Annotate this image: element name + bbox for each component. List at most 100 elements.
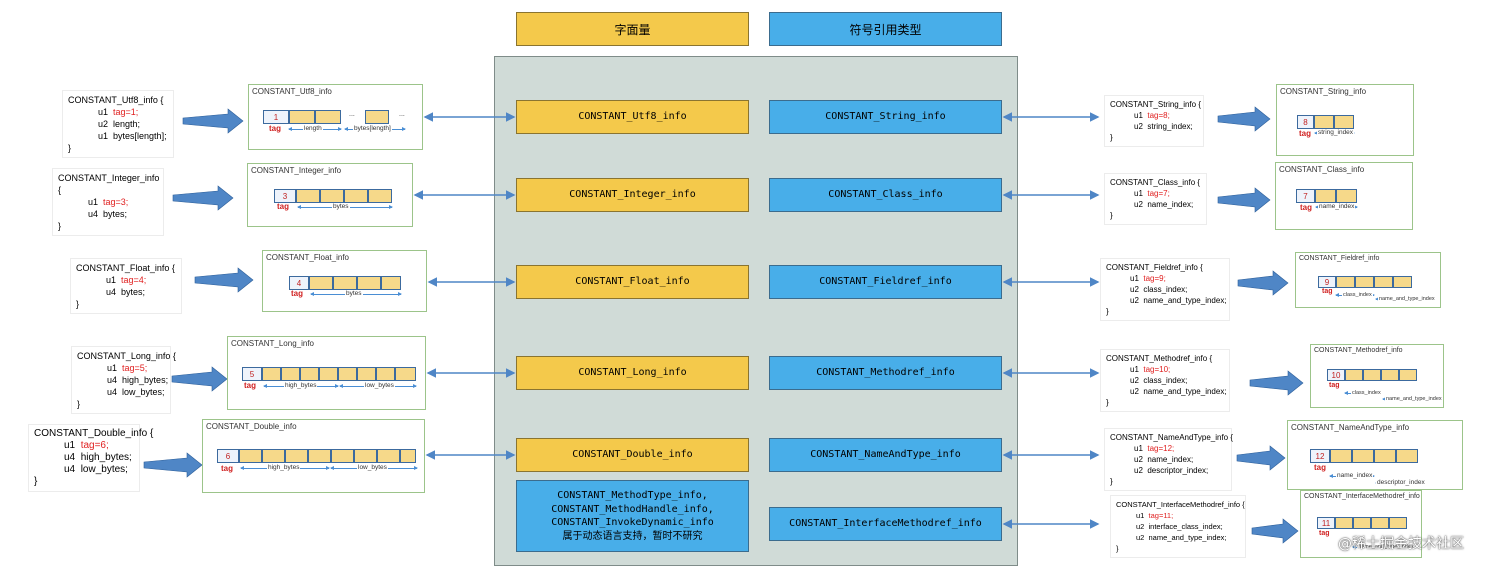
struct-tag-label: tag (1300, 203, 1312, 212)
struct-tag-label: tag (1299, 129, 1311, 138)
code-head: CONSTANT_InterfaceMethodref_info { (1116, 500, 1245, 509)
struct-cell (300, 367, 319, 381)
code-type: u4 (107, 387, 118, 397)
watermark: @稀土掘金技术社区 (1338, 536, 1464, 552)
struct-cell (377, 449, 400, 463)
code-utf8: CONSTANT_Utf8_info { u1 tag=1; u2 length… (62, 90, 174, 158)
struct-fieldref: CONSTANT_Fieldref_info 9 tag class_index… (1295, 252, 1441, 308)
struct-interfacemethodref: CONSTANT_InterfaceMethodref_info 11 tag … (1300, 490, 1422, 558)
struct-cell (338, 367, 357, 381)
struct-title: CONSTANT_Class_info (1279, 165, 1365, 174)
code-tag: tag=11; (1148, 511, 1174, 520)
struct-cell (1334, 115, 1354, 129)
struct-cell (239, 449, 262, 463)
struct-cell (1363, 369, 1381, 381)
struct-cell (1389, 517, 1407, 529)
struct-cell (365, 110, 389, 124)
struct-title: CONSTANT_NameAndType_info (1291, 423, 1410, 432)
code-type: u2 (1130, 387, 1139, 396)
code-tag: tag=6; (80, 440, 109, 451)
struct-cell (400, 449, 416, 463)
struct-cell (262, 367, 281, 381)
literal-box-long: CONSTANT_Long_info (516, 356, 749, 390)
struct-cell (1374, 449, 1396, 463)
symbolic-box-methodref: CONSTANT_Methodref_info (769, 356, 1002, 390)
code-head: CONSTANT_Class_info { (1110, 178, 1201, 187)
code-field: string_index; (1147, 122, 1193, 131)
code-tag: tag=12; (1147, 444, 1175, 453)
struct-integer: CONSTANT_Integer_info 3 tag bytes (247, 163, 413, 227)
code-field: bytes; (121, 287, 146, 297)
code-field: high_bytes; (122, 375, 169, 385)
symbolic-box-class: CONSTANT_Class_info (769, 178, 1002, 212)
struct-cell (354, 449, 377, 463)
struct-cell (1399, 369, 1417, 381)
struct-field-label: bytes (345, 290, 363, 297)
code-close: } (1110, 477, 1113, 486)
dynamic-language-note: 属于动态语言支持，暂时不研究 (562, 530, 703, 542)
dynamic-language-types: CONSTANT_MethodType_info, CONSTANT_Metho… (551, 490, 714, 528)
block-arrow-fieldref (1237, 270, 1289, 296)
code-head: CONSTANT_Fieldref_info { (1106, 263, 1203, 272)
code-fieldref: CONSTANT_Fieldref_info { u1 tag=9; u2 cl… (1100, 258, 1230, 321)
code-type: u2 (1130, 285, 1139, 294)
code-close: } (68, 143, 72, 153)
code-field: name_and_type_index; (1143, 296, 1227, 305)
struct-field-label: name_index (1336, 472, 1374, 479)
struct-cell (319, 367, 338, 381)
struct-field-label: string_index (1317, 129, 1355, 136)
code-string: CONSTANT_String_info { u1 tag=8; u2 stri… (1104, 95, 1204, 147)
symbolic-header: 符号引用类型 (769, 12, 1002, 46)
struct-field-label: bytes (332, 203, 350, 210)
struct-tag-label: tag (1329, 382, 1340, 389)
code-type: u1 (1130, 274, 1139, 283)
block-arrow-long (171, 366, 228, 392)
struct-field-label: high_bytes (267, 464, 301, 471)
code-close: } (34, 476, 38, 487)
code-interfacemethodref: CONSTANT_InterfaceMethodref_info { u1 ta… (1110, 495, 1246, 558)
code-head: CONSTANT_NameAndType_info { (1110, 433, 1234, 442)
code-type: u2 (1130, 296, 1139, 305)
struct-tag-label: tag (269, 124, 281, 133)
code-head: CONSTANT_Methodref_info { (1106, 354, 1213, 363)
struct-field-label: name_and_type_index (1357, 544, 1415, 550)
struct-field-label: class_index (1342, 292, 1373, 298)
struct-title: CONSTANT_String_info (1280, 87, 1367, 96)
code-type: u2 (1130, 376, 1139, 385)
struct-title: CONSTANT_Double_info (206, 422, 297, 431)
struct-tag-cell: 6 (217, 449, 239, 463)
code-tag: tag=1; (113, 107, 139, 117)
code-type: u4 (64, 464, 76, 475)
code-tag: tag=4; (121, 275, 147, 285)
struct-cell (331, 449, 354, 463)
struct-cell (1345, 369, 1363, 381)
struct-title: CONSTANT_Integer_info (251, 166, 342, 175)
code-type: u2 (98, 119, 109, 129)
code-tag: tag=7; (1147, 189, 1170, 198)
struct-cell (320, 189, 344, 203)
struct-methodref: CONSTANT_Methodref_info 10 tag class_ind… (1310, 344, 1444, 408)
struct-cell (376, 367, 395, 381)
struct-nameandtype: CONSTANT_NameAndType_info 12 tag name_in… (1287, 420, 1463, 490)
code-field: low_bytes; (122, 387, 165, 397)
struct-tag-cell: 1 (263, 110, 289, 124)
code-close: } (1110, 211, 1113, 220)
struct-tag-cell: 5 (242, 367, 262, 381)
code-type: u4 (64, 452, 76, 463)
code-field: low_bytes; (80, 464, 128, 475)
struct-cell (289, 110, 315, 124)
struct-cell (1396, 449, 1418, 463)
literal-box-integer: CONSTANT_Integer_info (516, 178, 749, 212)
struct-field-label: length (303, 125, 323, 132)
block-arrow-double (143, 452, 203, 478)
code-head: CONSTANT_Integer_info (58, 173, 160, 183)
struct-dots: ... (399, 111, 405, 118)
code-tag: tag=10; (1143, 365, 1171, 374)
code-type: u2 (1134, 200, 1143, 209)
code-methodref: CONSTANT_Methodref_info { u1 tag=10; u2 … (1100, 349, 1230, 412)
symbolic-box-fieldref: CONSTANT_Fieldref_info (769, 265, 1002, 299)
code-field: high_bytes; (80, 452, 132, 463)
struct-float: CONSTANT_Float_info 4 tag bytes (262, 250, 427, 312)
dynamic-language-box: CONSTANT_MethodType_info, CONSTANT_Metho… (516, 480, 749, 552)
block-arrow-interfacemethodref (1251, 518, 1299, 544)
